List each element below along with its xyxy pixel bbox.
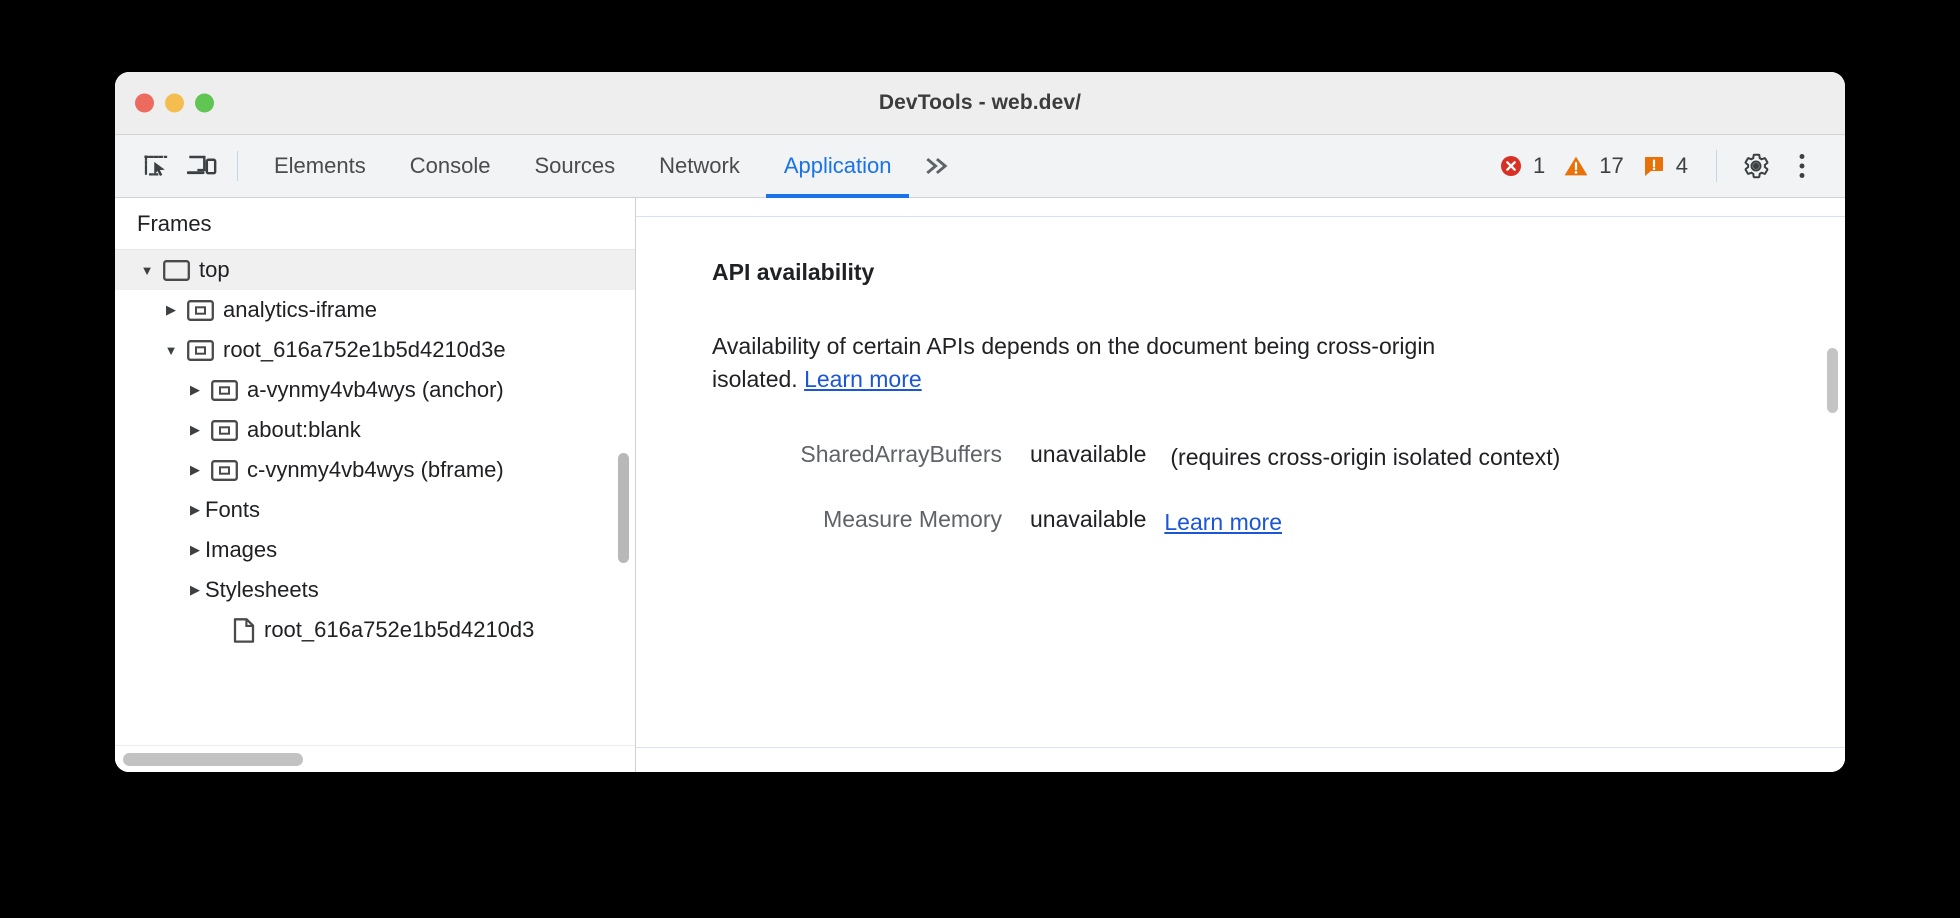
api-value-shared-array-buffers: unavailable	[1030, 441, 1147, 468]
inspect-element-icon[interactable]	[133, 143, 179, 189]
warning-triangle-icon	[1564, 156, 1588, 176]
content-top-divider	[636, 216, 1845, 217]
minimize-button[interactable]	[165, 93, 184, 113]
tab-sources[interactable]: Sources	[534, 153, 616, 178]
chevron-down-icon[interactable]	[161, 343, 181, 358]
measure-memory-learn-more-link[interactable]: Learn more	[1164, 508, 1282, 535]
close-button[interactable]	[135, 93, 154, 113]
issues-counter[interactable]: 4	[1642, 153, 1688, 179]
tree-item-label: about:blank	[247, 417, 361, 442]
sidebar-header-frames: Frames	[115, 198, 635, 250]
api-availability-section: API availability Availability of certain…	[636, 217, 1845, 539]
chevron-double-right-icon[interactable]	[913, 154, 967, 178]
chevron-right-icon[interactable]	[185, 382, 205, 398]
tree-item-images[interactable]: Images	[115, 530, 635, 570]
api-note-shared-array-buffers: (requires cross-origin isolated context)	[1170, 444, 1561, 471]
api-value-measure-memory: unavailable	[1030, 505, 1147, 532]
warning-count: 17	[1599, 153, 1624, 178]
devtools-body: Frames top	[115, 198, 1845, 772]
tree-item-anchor-frame[interactable]: a-vynmy4vb4wys (anchor)	[115, 370, 635, 410]
tree-item-label: a-vynmy4vb4wys (anchor)	[247, 377, 504, 402]
chevron-right-icon[interactable]	[185, 582, 205, 598]
tree-item-label: root_616a752e1b5d4210d3e	[223, 337, 506, 362]
iframe-icon	[211, 379, 238, 401]
tree-item-root-frame[interactable]: root_616a752e1b5d4210d3e	[115, 330, 635, 370]
toolbar-right-group: 1 17 4	[1499, 135, 1845, 198]
more-vertical-icon[interactable]	[1779, 143, 1825, 189]
tree-item-label: Stylesheets	[205, 577, 319, 602]
api-name-measure-memory: Measure Memory	[823, 505, 1002, 532]
iframe-icon	[211, 459, 238, 481]
sidebar-vertical-scrollbar[interactable]	[618, 453, 629, 563]
tab-elements[interactable]: Elements	[274, 153, 366, 178]
tree-item-bframe[interactable]: c-vynmy4vb4wys (bframe)	[115, 450, 635, 490]
tree-item-about-blank[interactable]: about:blank	[115, 410, 635, 450]
tree-item-label: top	[199, 257, 230, 282]
api-availability-table: SharedArrayBuffers unavailable (requires…	[712, 441, 1845, 538]
issue-bubble-icon	[1644, 157, 1663, 176]
sidebar-horizontal-scrollbar[interactable]	[123, 753, 303, 766]
tree-item-stylesheets[interactable]: Stylesheets	[115, 570, 635, 610]
panel-tabs: Elements Console Sources Network Applica…	[252, 135, 913, 198]
document-icon	[233, 617, 255, 643]
application-content-panel: API availability Availability of certain…	[636, 198, 1845, 772]
tree-item-label: Fonts	[205, 497, 261, 522]
window-titlebar: DevTools - web.dev/	[115, 72, 1845, 135]
content-vertical-scrollbar[interactable]	[1827, 348, 1838, 413]
iframe-icon	[211, 419, 238, 441]
issues-count: 4	[1675, 153, 1688, 178]
frames-tree: top analytics-iframe	[115, 250, 635, 650]
chevron-right-icon[interactable]	[185, 422, 205, 438]
chevron-down-icon[interactable]	[137, 263, 157, 278]
devtools-toolbar: Elements Console Sources Network Applica…	[115, 135, 1845, 198]
error-counter[interactable]: 1	[1499, 153, 1545, 179]
frames-sidebar: Frames top	[115, 198, 636, 772]
tree-item-analytics-iframe[interactable]: analytics-iframe	[115, 290, 635, 330]
tree-item-label: Images	[205, 537, 278, 562]
tree-item-fonts[interactable]: Fonts	[115, 490, 635, 530]
error-circle-icon	[1501, 156, 1522, 176]
tab-network[interactable]: Network	[659, 153, 740, 178]
window-title: DevTools - web.dev/	[878, 91, 1082, 114]
frame-icon	[163, 259, 190, 281]
learn-more-link[interactable]: Learn more	[804, 365, 922, 392]
warning-counter[interactable]: 17	[1563, 153, 1624, 179]
iframe-icon	[187, 339, 214, 361]
error-count: 1	[1533, 153, 1546, 178]
toolbar-right-divider	[1716, 150, 1717, 182]
api-name-shared-array-buffers: SharedArrayBuffers	[800, 441, 1002, 468]
description-text: Availability of certain APIs depends on …	[712, 333, 1436, 392]
page-title: API availability	[712, 259, 875, 285]
iframe-icon	[187, 299, 214, 321]
tree-item-label: c-vynmy4vb4wys (bframe)	[247, 457, 504, 482]
tree-item-label: analytics-iframe	[223, 297, 378, 322]
tree-item-root-document[interactable]: root_616a752e1b5d4210d3	[115, 610, 635, 650]
table-row: Measure Memory unavailable Learn more	[712, 506, 1845, 539]
traffic-lights	[135, 93, 214, 113]
toolbar-divider	[237, 151, 238, 181]
maximize-button[interactable]	[195, 93, 214, 113]
chevron-right-icon[interactable]	[185, 502, 205, 518]
gear-icon[interactable]	[1733, 143, 1779, 189]
tree-item-top[interactable]: top	[115, 250, 635, 290]
chevron-right-icon[interactable]	[185, 542, 205, 558]
devtools-window: DevTools - web.dev/	[115, 72, 1845, 772]
tab-console[interactable]: Console	[409, 153, 491, 178]
chevron-right-icon[interactable]	[185, 462, 205, 478]
api-note-measure-memory: Learn more	[1164, 506, 1282, 539]
content-bottom-divider	[636, 747, 1845, 748]
tree-item-label: root_616a752e1b5d4210d3	[264, 617, 535, 642]
device-toolbar-icon[interactable]	[179, 143, 225, 189]
table-row: SharedArrayBuffers unavailable (requires…	[712, 441, 1845, 474]
api-availability-description: Availability of certain APIs depends on …	[712, 330, 1512, 395]
chevron-right-icon[interactable]	[161, 302, 181, 318]
tab-application[interactable]: Application	[762, 135, 914, 198]
